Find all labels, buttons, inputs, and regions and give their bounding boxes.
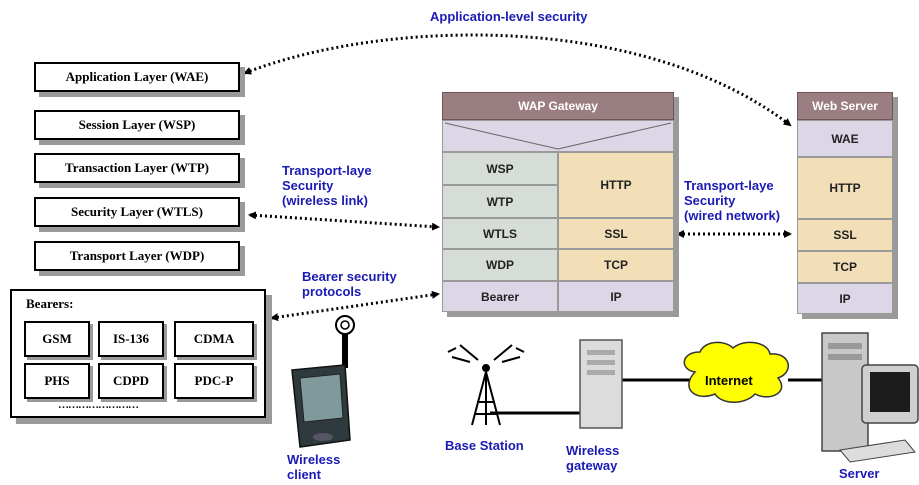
handheld-icon	[291, 364, 351, 448]
app-security-arrow	[243, 33, 792, 127]
gateway-bearer: Bearer	[442, 281, 558, 312]
layer-application: Application Layer (WAE)	[34, 62, 240, 92]
antenna-icon	[335, 315, 355, 368]
server-http: HTTP	[797, 157, 893, 219]
tower-icon	[447, 344, 525, 426]
base-station-label: Base Station	[445, 438, 524, 453]
transport-wireless-label: Transport-laye Security (wireless link)	[282, 163, 372, 208]
gateway-http: HTTP	[558, 152, 674, 218]
server-icon	[821, 332, 919, 463]
bearers-more: ……………………	[58, 399, 139, 411]
gateway-ssl: SSL	[558, 218, 674, 249]
gateway-wae-cell	[442, 120, 674, 152]
gateway-tcp: TCP	[558, 249, 674, 281]
bearer-pdcp: PDC-P	[174, 363, 254, 399]
layer-session: Session Layer (WSP)	[34, 110, 240, 140]
server-tcp: TCP	[797, 251, 893, 283]
bearers-title: Bearers:	[26, 296, 74, 311]
transport-wired-label: Transport-laye Security (wired network)	[684, 178, 781, 223]
web-server-title: Web Server	[797, 92, 893, 120]
server-ssl: SSL	[797, 219, 893, 251]
server-label: Server	[839, 466, 880, 481]
bearer-phs: PHS	[24, 363, 90, 399]
layer-transport: Transport Layer (WDP)	[34, 241, 240, 271]
layer-transaction: Transaction Layer (WTP)	[34, 153, 240, 183]
transport-wireless-arrow	[248, 211, 440, 231]
internet-label: Internet	[705, 373, 753, 388]
wireless-client-label: Wireless client	[287, 452, 341, 482]
bearer-security-label: Bearer security protocols	[302, 269, 397, 299]
bearer-cdpd: CDPD	[98, 363, 164, 399]
internet-cloud-icon	[683, 341, 789, 403]
gateway-ip: IP	[558, 281, 674, 312]
gateway-pc-icon	[579, 339, 623, 429]
gateway-wtp: WTP	[442, 185, 558, 218]
server-ip: IP	[797, 283, 893, 314]
gateway-wsp: WSP	[442, 152, 558, 185]
gateway-wdp: WDP	[442, 249, 558, 281]
wap-gateway-title: WAP Gateway	[442, 92, 674, 120]
bearer-is136: IS-136	[98, 321, 164, 357]
server-wae: WAE	[797, 120, 893, 157]
layer-security: Security Layer (WTLS)	[34, 197, 240, 227]
app-security-label: Application-level security	[430, 9, 588, 24]
gateway-wtls: WTLS	[442, 218, 558, 249]
bearer-cdma: CDMA	[174, 321, 254, 357]
bearer-gsm: GSM	[24, 321, 90, 357]
wireless-gateway-label: Wireless gateway	[566, 443, 620, 473]
